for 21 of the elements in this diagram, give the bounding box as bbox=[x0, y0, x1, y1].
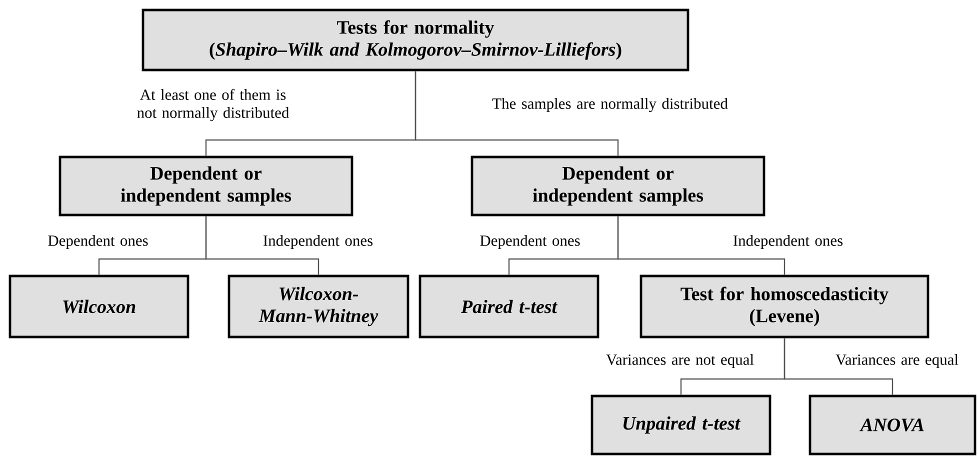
process-box: Test for homoscedasticity (Levene) bbox=[640, 274, 930, 338]
connector bbox=[784, 338, 894, 395]
connector bbox=[205, 216, 320, 275]
result-box: ANOVA bbox=[808, 394, 976, 456]
result-box: Wilcoxon-Mann-Whitney bbox=[228, 274, 410, 338]
edge-label: The samples are normally distributed bbox=[492, 98, 728, 112]
edge-label: Independent ones bbox=[263, 234, 373, 250]
process-box: Dependent or independent samples bbox=[58, 156, 354, 216]
edge-label: Independent ones bbox=[733, 234, 843, 250]
result-box: Unpaired t-test bbox=[590, 394, 772, 456]
edge-label: Dependent ones bbox=[48, 234, 148, 250]
edge-label: At least one of them is not normally distributed bbox=[137, 88, 290, 122]
result-box: Wilcoxon bbox=[8, 274, 190, 338]
process-box: Tests for normality (Shapiro–Wilk and Kolmogorov–Smirnov-Lilliefors) bbox=[142, 8, 690, 72]
connector bbox=[414, 71, 619, 156]
connector bbox=[617, 216, 786, 275]
edge-label: Dependent ones bbox=[480, 234, 580, 250]
edge-label: Variances are not equal bbox=[606, 354, 754, 368]
process-box: Dependent or independent samples bbox=[470, 156, 766, 216]
edge-label: Variances are equal bbox=[836, 354, 958, 368]
result-box: Paired t-test bbox=[418, 274, 600, 338]
